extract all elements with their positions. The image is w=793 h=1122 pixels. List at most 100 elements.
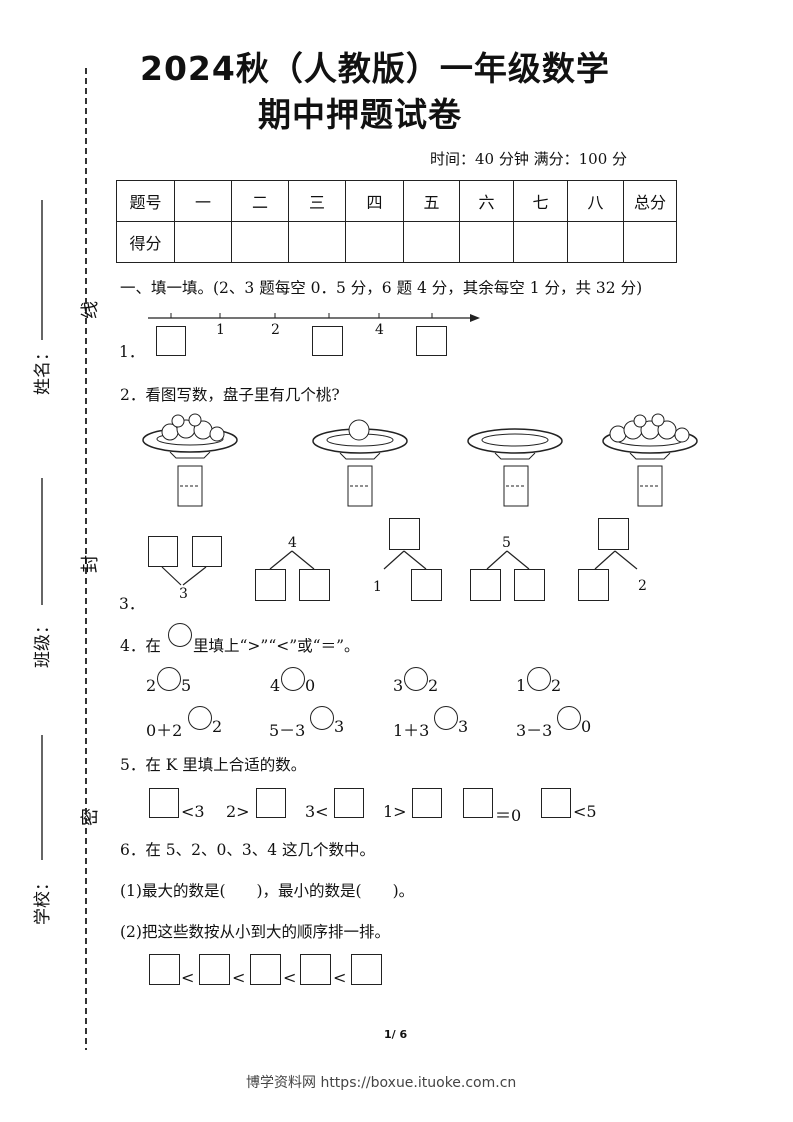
number-bonds (161, 550, 638, 586)
plate-with-peach-icon (312, 419, 408, 460)
score-cell[interactable] (345, 221, 404, 263)
tick-label: 2 (271, 322, 280, 338)
compare-left: 3 (393, 676, 404, 695)
compare-right: 5 (181, 676, 192, 695)
header-cell: 二 (231, 180, 289, 222)
score-table-score-row: 得分 (116, 221, 677, 263)
answer-box[interactable] (412, 788, 442, 818)
name-label: 姓名： (33, 344, 53, 395)
empty-plate-icon (467, 428, 563, 460)
answer-box[interactable] (156, 326, 186, 356)
compare-right: 0 (581, 717, 592, 736)
page-number: 1/ 6 (384, 1028, 408, 1041)
answer-box[interactable] (541, 788, 571, 818)
q5-item-text: <5 (573, 802, 597, 821)
compare-left: 1 (516, 676, 527, 695)
score-cell[interactable] (403, 221, 460, 263)
compare-circle[interactable] (527, 667, 551, 691)
score-cell[interactable] (459, 221, 514, 263)
compare-right: 3 (334, 717, 345, 736)
compare-circle[interactable] (557, 706, 581, 730)
plate-with-peaches-icon (602, 413, 698, 460)
compare-circle[interactable] (310, 706, 334, 730)
q6-part1: (1)最大的数是( )，最小的数是( )。 (120, 882, 415, 900)
order-box[interactable] (300, 954, 331, 985)
answer-box[interactable] (416, 326, 447, 356)
lt-sign: < (333, 968, 347, 987)
q5-item-text: ＝0 (495, 806, 522, 825)
seal-char-seal: 封 (80, 555, 101, 573)
compare-right: 2 (212, 717, 223, 736)
compare-left: 4 (270, 676, 281, 695)
score-cell[interactable] (288, 221, 346, 263)
header-cell: 总分 (623, 180, 677, 222)
bond-box[interactable] (470, 569, 501, 601)
bond-box[interactable] (578, 569, 609, 601)
order-box[interactable] (250, 954, 281, 985)
header-cell: 三 (288, 180, 346, 222)
binding-margin (41, 68, 87, 1050)
score-row-label: 得分 (116, 221, 175, 263)
header-cell: 一 (174, 180, 232, 222)
bond-box[interactable] (192, 536, 222, 567)
footer-watermark: 博学资料网 https://boxue.ituoke.com.cn (246, 1075, 517, 1091)
q5-item-text: 3< (305, 802, 329, 821)
answer-card-icon (177, 465, 663, 507)
order-box[interactable] (149, 954, 180, 985)
score-cell[interactable] (623, 221, 677, 263)
bond-box[interactable] (411, 569, 442, 601)
q6-part2: (2)把这些数按从小到大的顺序排一排。 (120, 923, 390, 941)
q4-prefix: 4．在 (120, 637, 161, 655)
header-cell: 六 (459, 180, 514, 222)
answer-box[interactable] (256, 788, 286, 818)
compare-right: 2 (551, 676, 562, 695)
compare-right: 2 (428, 676, 439, 695)
compare-left: 3－3 (516, 721, 553, 740)
exam-meta: 时间：40 分钟 满分：100 分 (430, 150, 628, 168)
compare-circle[interactable] (157, 667, 181, 691)
bond-label: 5 (502, 535, 511, 551)
compare-circle[interactable] (434, 706, 458, 730)
lt-sign: < (181, 968, 195, 987)
answer-box[interactable] (334, 788, 364, 818)
q1-number: 1． (119, 343, 145, 361)
header-cell: 五 (403, 180, 460, 222)
q5-item-text: 2> (226, 802, 250, 821)
bond-box[interactable] (255, 569, 286, 601)
compare-left: 2 (146, 676, 157, 695)
q5-item-text: 1> (383, 802, 407, 821)
answer-box[interactable] (312, 326, 343, 356)
header-cell: 八 (567, 180, 624, 222)
order-box[interactable] (351, 954, 382, 985)
bond-box[interactable] (598, 518, 629, 550)
plate-with-peaches-icon (142, 413, 238, 459)
plates-illustration (142, 413, 698, 507)
lt-sign: < (232, 968, 246, 987)
score-cell[interactable] (174, 221, 232, 263)
answer-box[interactable] (463, 788, 493, 818)
school-label: 学校： (33, 874, 53, 925)
score-cell[interactable] (513, 221, 568, 263)
bond-label: 2 (638, 578, 647, 594)
compare-circle[interactable] (281, 667, 305, 691)
compare-left: 1＋3 (393, 721, 430, 740)
score-table-header-row: 题号 一 二 三 四 五 六 七 八 总分 (116, 180, 677, 222)
seal-char-secret: 密 (80, 808, 101, 826)
tick-label: 1 (216, 322, 225, 338)
class-label: 班级： (33, 617, 53, 668)
bond-label: 3 (179, 586, 188, 602)
answer-box[interactable] (149, 788, 179, 818)
compare-circle[interactable] (188, 706, 212, 730)
order-box[interactable] (199, 954, 230, 985)
compare-circle[interactable] (404, 667, 428, 691)
q6-prompt: 6．在 5、2、0、3、4 这几个数中。 (120, 841, 376, 859)
compare-right: 0 (305, 676, 316, 695)
compare-right: 3 (458, 717, 469, 736)
bond-box[interactable] (299, 569, 330, 601)
title-line-2: 期中押题试卷 (258, 95, 462, 134)
bond-box[interactable] (148, 536, 178, 567)
bond-box[interactable] (514, 569, 545, 601)
bond-box[interactable] (389, 518, 420, 550)
score-cell[interactable] (231, 221, 289, 263)
score-cell[interactable] (567, 221, 624, 263)
